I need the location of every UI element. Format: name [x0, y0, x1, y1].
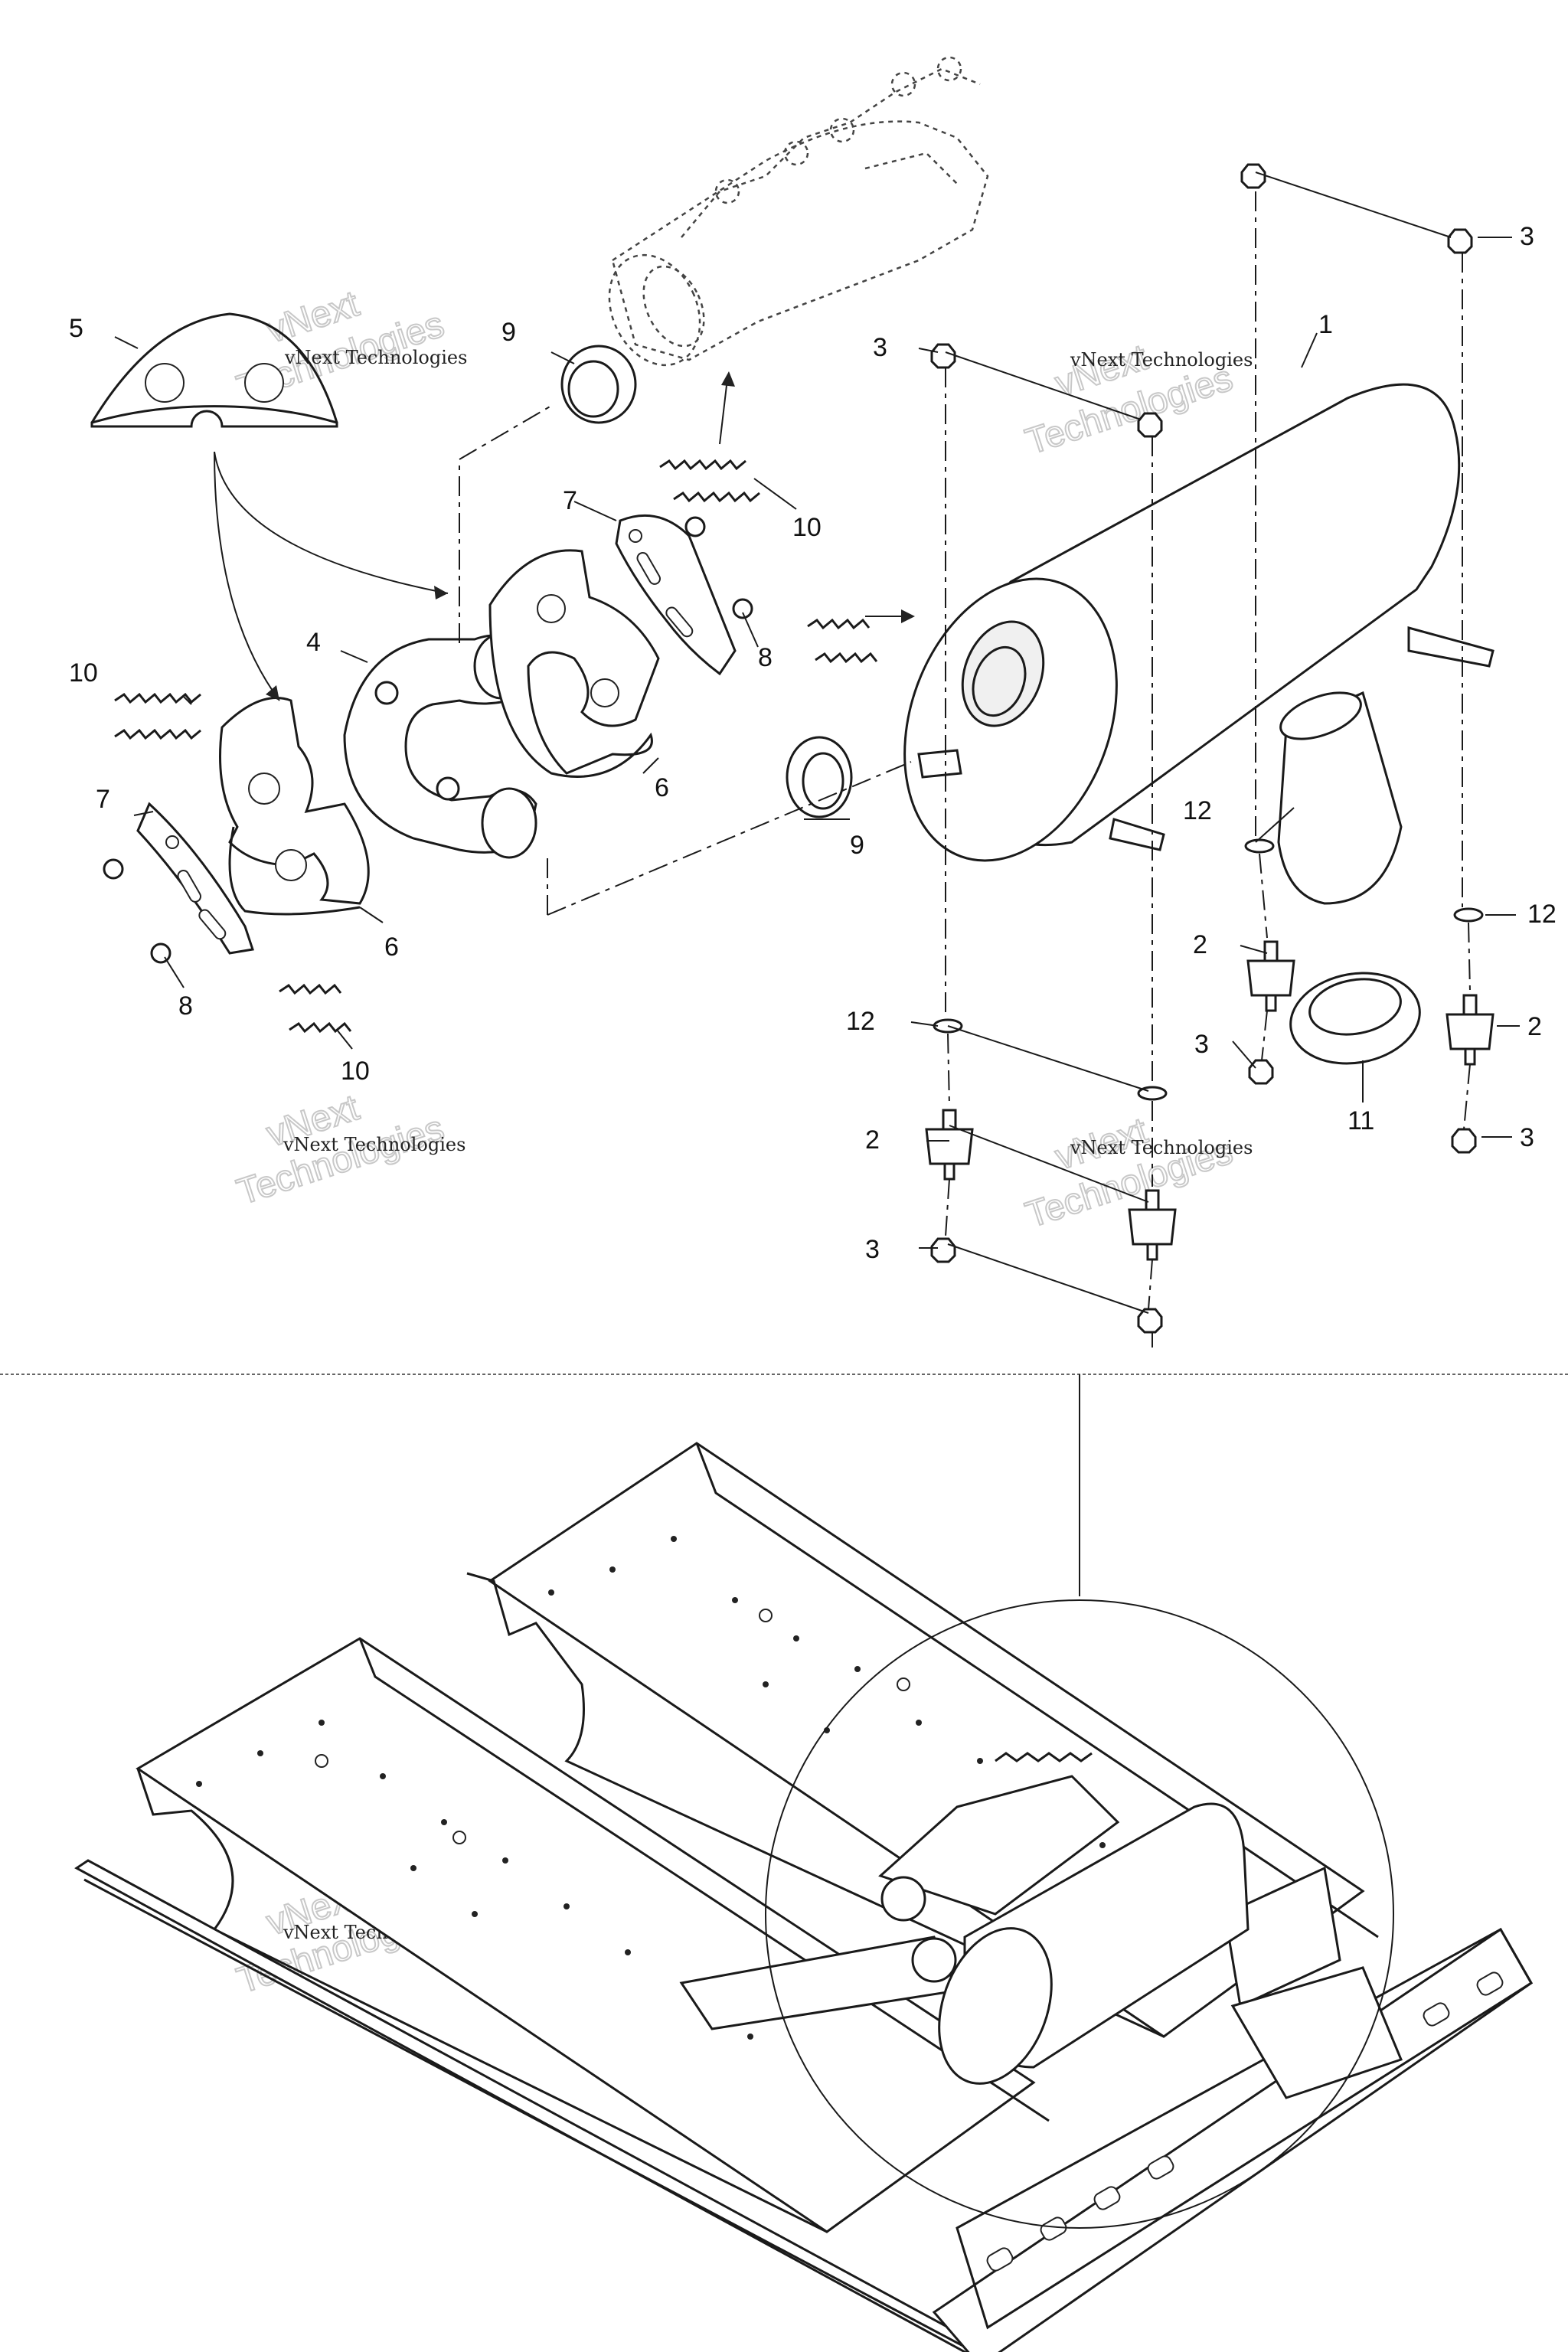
- part-12-washers: [933, 838, 1484, 1101]
- callout-10-left: 10: [69, 658, 98, 688]
- callout-3-lower-right: 3: [1520, 1123, 1534, 1152]
- part-8-nuts-right: [684, 516, 753, 619]
- watermark-text-3: vNext Technologies: [283, 1134, 466, 1155]
- exhaust-manifold-dotted: [608, 56, 989, 367]
- callout-3-lower-left: 3: [865, 1235, 880, 1264]
- part-6-shield-left: [219, 697, 370, 916]
- part-1-muffler: [903, 383, 1494, 905]
- callout-9-lower: 9: [850, 831, 864, 860]
- callout-12-right: 12: [1527, 900, 1557, 929]
- leader-lines: [114, 237, 1520, 1249]
- part-3-nuts: [930, 163, 1477, 1334]
- callout-4: 4: [306, 628, 321, 657]
- springs-upper: [659, 459, 878, 664]
- chassis-assembly: [74, 1442, 1534, 2352]
- callout-2-left: 2: [865, 1125, 880, 1155]
- callout-7-left: 7: [96, 785, 110, 814]
- watermark-text-4: vNext Technologies: [1070, 1137, 1253, 1158]
- callout-11: 11: [1348, 1106, 1374, 1135]
- callout-3-mid: 3: [1194, 1030, 1209, 1059]
- assembly-lines: [214, 172, 1471, 1348]
- part-11-gasket: [1289, 972, 1421, 1065]
- part-9-seal-ring-upper: [560, 345, 637, 424]
- watermark-top-right: vNext Technologies: [1020, 336, 1238, 463]
- part-9-seal-ring-lower: [786, 736, 853, 818]
- detail-circle: [765, 1599, 1394, 2229]
- callout-12-left: 12: [846, 1007, 875, 1036]
- callout-labels: 1 2 2 2 3 3 3 3 3 4 5 6 6 7 7 8 8 9 9 10…: [69, 222, 1557, 1264]
- part-7-bracket-left: [136, 802, 254, 955]
- callout-3-top-right: 3: [1520, 222, 1534, 251]
- callout-9-upper: 9: [501, 318, 516, 347]
- watermark-text-2: vNext Technologies: [1070, 349, 1253, 371]
- callout-2-mid: 2: [1193, 930, 1207, 959]
- callout-8-right: 8: [758, 643, 773, 672]
- callout-5: 5: [69, 314, 83, 343]
- part-2-isolators: [925, 940, 1494, 1261]
- part-6-shield-right: [488, 549, 660, 778]
- part-5-heat-shield: [90, 312, 338, 428]
- springs-left: [114, 692, 352, 1034]
- callout-12-mid: 12: [1183, 796, 1212, 825]
- installed-muffler: [878, 1752, 1250, 2085]
- callout-6-left: 6: [384, 933, 399, 962]
- callout-8-left: 8: [178, 991, 193, 1021]
- callout-2-right: 2: [1527, 1012, 1542, 1041]
- callout-1: 1: [1318, 310, 1333, 339]
- callout-6-right: 6: [655, 773, 669, 802]
- callout-10-lower: 10: [341, 1057, 370, 1086]
- part-7-bracket-right: [615, 514, 737, 676]
- callout-3-top-left: 3: [873, 333, 887, 362]
- callout-10-upper: 10: [792, 513, 822, 542]
- callout-7-right: 7: [563, 486, 577, 515]
- chassis-rivets: [196, 1536, 1106, 2040]
- watermark-text-1: vNext Technologies: [284, 347, 467, 368]
- part-8-nuts-left: [103, 858, 172, 964]
